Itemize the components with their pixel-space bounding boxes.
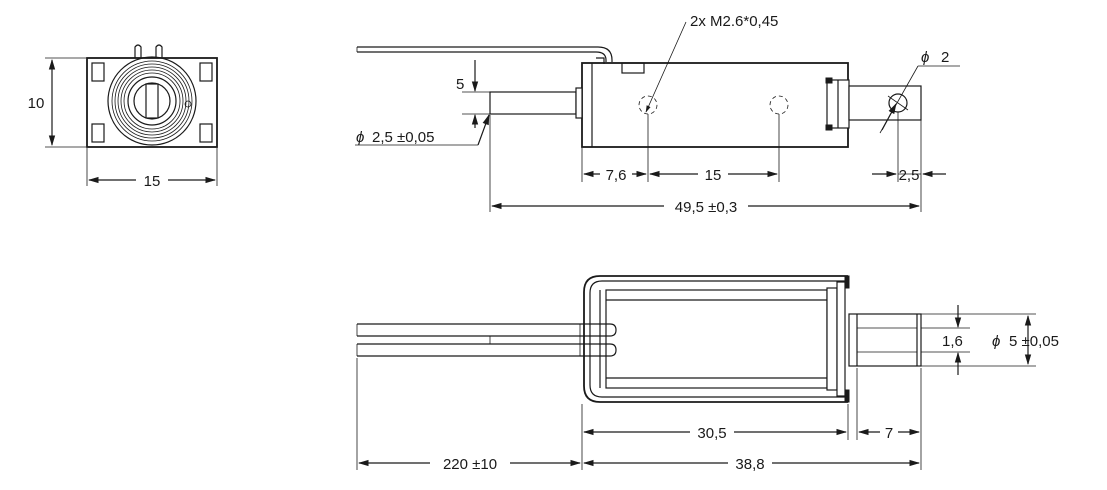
- hole-diameter-symbol: ϕ: [921, 49, 929, 66]
- side-plunger: [848, 313, 922, 367]
- front-plunger: [848, 85, 922, 121]
- dim-hole-edge: 2,5: [899, 167, 920, 184]
- front-width-label: 15: [144, 173, 161, 190]
- plunger-rod: [489, 91, 577, 115]
- thread-leader: [645, 21, 687, 113]
- tip-width-label: 1,6: [942, 333, 963, 350]
- coil-housing: [605, 289, 828, 389]
- terminal-block: [621, 62, 645, 74]
- lead-wire: [357, 46, 613, 62]
- front-height-label: 10: [28, 95, 45, 112]
- dim-hole-spacing: 15: [705, 167, 722, 184]
- frame-length-label: 30,5: [697, 425, 726, 442]
- tip-diameter-label: 5 ±0,05: [1009, 333, 1059, 350]
- wire-length-label: 220 ±10: [443, 456, 497, 473]
- plunger-extension-label: 7: [885, 425, 893, 442]
- wire-end: [184, 100, 192, 108]
- corner-tab: [199, 62, 213, 82]
- tip-diameter-symbol: ϕ: [992, 333, 1000, 350]
- top-body-outline: [581, 62, 849, 148]
- body-length-label: 38,8: [735, 456, 764, 473]
- threaded-hole: [638, 95, 658, 115]
- plunger-slot: [145, 83, 159, 119]
- terminal-pin: [155, 44, 163, 58]
- end-plate: [826, 287, 838, 391]
- terminal-pin: [134, 44, 142, 58]
- side-view: 1,6 ϕ 5 ±0,05 30,5 7 220 ±10 38,8: [356, 275, 1059, 473]
- thread-note: 2x M2.6*0,45: [690, 13, 778, 30]
- lead-wire: [357, 343, 617, 357]
- corner-tab: [91, 123, 105, 143]
- front-view: 10 15: [28, 44, 218, 190]
- top-view: 2x M2.6*0,45 ϕ 2 5 ϕ 2,5 ±0,05 7,6 15: [355, 13, 960, 216]
- corner-tab: [91, 62, 105, 82]
- overall-length-label: 49,5 ±0,3: [675, 199, 737, 216]
- offset-label: 5: [456, 76, 464, 93]
- dim-first-hole: 7,6: [606, 167, 627, 184]
- corner-tab: [199, 123, 213, 143]
- front-body-outline: [86, 57, 218, 148]
- plunger-diameter-symbol: ϕ: [356, 129, 364, 146]
- lead-wire: [357, 51, 607, 62]
- plunger-diameter-label: 2,5 ±0,05: [372, 129, 434, 146]
- threaded-hole: [769, 95, 789, 115]
- frame-bracket: [583, 275, 848, 403]
- hole-diameter-label: 2: [941, 49, 949, 66]
- lead-wire: [357, 323, 617, 337]
